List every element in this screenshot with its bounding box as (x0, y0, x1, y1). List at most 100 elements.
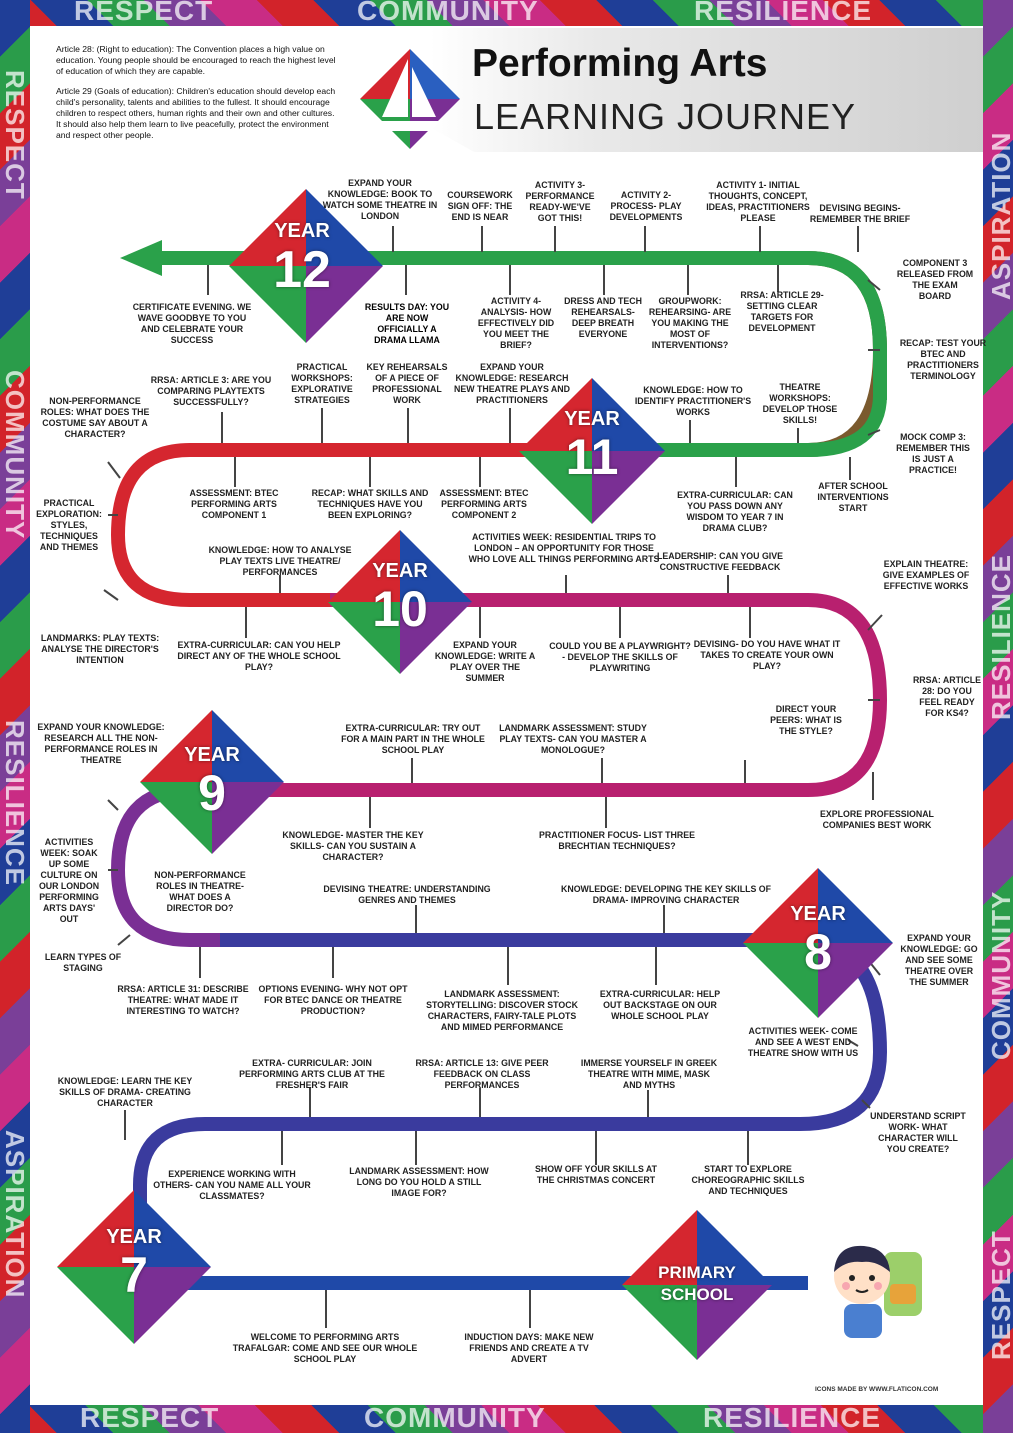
milestone-label: GROUPWORK: REHEARSING- ARE YOU MAKING TH… (648, 296, 732, 350)
milestone-label: UNDERSTAND SCRIPT WORK- WHAT CHARACTER W… (870, 1111, 966, 1154)
milestone-label: DEVISING THEATRE: UNDERSTANDING GENRES A… (323, 884, 491, 905)
year-11-badge-icon (519, 378, 665, 524)
milestone-label: EXTRA- CURRICULAR: JOIN PERFORMING ARTS … (239, 1058, 385, 1090)
milestone-label: EXPAND YOUR KNOWLEDGE: RESEARCH ALL THE … (37, 722, 165, 765)
milestone-label: EXPERIENCE WORKING WITH OTHERS- CAN YOU … (153, 1169, 311, 1201)
frame-word: RESPECT (74, 0, 214, 26)
milestone-label: LANDMARK ASSESSMENT: HOW LONG DO YOU HOL… (349, 1166, 489, 1198)
milestone-label: COMPONENT 3 RELEASED FROM THE EXAM BOARD (896, 258, 974, 301)
year-12-badge: YEAR 12 (262, 220, 342, 297)
year-number: 12 (273, 241, 331, 299)
year-number: 7 (120, 1247, 148, 1303)
frame-word: RESILIENCE (694, 0, 873, 26)
milestone-label: KNOWLEDGE- MASTER THE KEY SKILLS- CAN YO… (282, 830, 424, 862)
milestone-label: DEVISING BEGINS- REMEMBER THE BRIEF (809, 203, 911, 224)
year-7-badge-icon (57, 1190, 211, 1344)
frame-bottom-band (0, 1405, 1013, 1433)
milestone-label: EXTRA-CURRICULAR: HELP OUT BACKSTAGE ON … (599, 989, 721, 1021)
milestone-label: LANDMARK ASSESSMENT: STORYTELLING: DISCO… (426, 989, 578, 1032)
milestone-label: INDUCTION DAYS: MAKE NEW FRIENDS AND CRE… (464, 1332, 594, 1364)
frame-right-band (983, 0, 1013, 1433)
year-number: 10 (372, 581, 428, 637)
milestone-label: NON-PERFORMANCE ROLES IN THEATRE- WHAT D… (154, 870, 246, 913)
milestone-label: WELCOME TO PERFORMING ARTS TRAFALGAR: CO… (232, 1332, 418, 1364)
article-29-text: Article 29 (Goals of education): Childre… (56, 85, 336, 141)
primary-school-badge-icon (622, 1210, 772, 1360)
year-9-badge: YEAR 9 (172, 744, 252, 819)
year-10-badge-icon (328, 530, 472, 674)
milestone-label: EXTRA-CURRICULAR: CAN YOU PASS DOWN ANY … (677, 490, 793, 533)
year-8-badge: YEAR 8 (778, 903, 858, 978)
milestone-label: COURSEWORK SIGN OFF: THE END IS NEAR (447, 190, 513, 222)
milestone-label: EXPAND YOUR KNOWLEDGE: RESEARCH NEW THEA… (454, 362, 570, 405)
rights-articles: Article 28: (Right to education): The Co… (56, 44, 338, 150)
frame-top-band (0, 0, 1013, 26)
year-word: YEAR (372, 560, 428, 582)
milestone-label: ASSESSMENT: BTEC PERFORMING ARTS COMPONE… (439, 488, 529, 520)
milestone-label: ACTIVITIES WEEK: SOAK UP SOME CULTURE ON… (38, 837, 100, 924)
milestone-label: KNOWLEDGE: HOW TO IDENTIFY PRACTITIONER'… (634, 385, 752, 417)
milestone-label: RECAP: TEST YOUR BTEC AND PRACTITIONERS … (899, 338, 987, 381)
milestone-label: MOCK COMP 3: REMEMBER THIS IS JUST A PRA… (896, 432, 970, 475)
milestone-label: THEATRE WORKSHOPS: DEVELOP THOSE SKILLS! (762, 382, 838, 425)
frame-word: RESILIENCE (703, 1402, 882, 1433)
article-28-text: Article 28: (Right to education): The Co… (56, 44, 336, 77)
milestone-label: ASSESSMENT: BTEC PERFORMING ARTS COMPONE… (189, 488, 279, 520)
milestone-label: ACTIVITY 2- PROCESS- PLAY DEVELOPMENTS (609, 190, 683, 222)
milestone-label: KNOWLEDGE: HOW TO ANALYSE PLAY TEXTS LIV… (208, 545, 352, 577)
sailboat-logo-icon (360, 49, 460, 149)
page-subtitle: LEARNING JOURNEY (474, 96, 857, 137)
primary-school-badge: PRIMARY SCHOOL (642, 1262, 752, 1306)
milestone-label: RRSA: ARTICLE 31: DESCRIBE THEATRE: WHAT… (117, 984, 249, 1016)
milestone-label: ACTIVITIES WEEK: RESIDENTIAL TRIPS TO LO… (468, 532, 660, 564)
milestone-label: ACTIVITIES WEEK- COME AND SEE A WEST END… (747, 1026, 859, 1058)
year-number: 8 (804, 924, 832, 980)
year-7-badge: YEAR 7 (94, 1226, 174, 1301)
milestone-label: EXTRA-CURRICULAR: CAN YOU HELP DIRECT AN… (177, 640, 341, 672)
year-9-badge-icon (140, 710, 284, 854)
milestone-label: KNOWLEDGE: LEARN THE KEY SKILLS OF DRAMA… (57, 1076, 193, 1108)
milestone-label: EXTRA-CURRICULAR: TRY OUT FOR A MAIN PAR… (341, 723, 485, 755)
year-12-badge-icon (229, 189, 383, 343)
milestone-label: EXPAND YOUR KNOWLEDGE: GO AND SEE SOME T… (900, 933, 978, 987)
milestone-label: LEADERSHIP: CAN YOU GIVE CONSTRUCTIVE FE… (657, 551, 783, 572)
year-word: YEAR (184, 744, 240, 766)
milestone-label: PRACTITIONER FOCUS- LIST THREE BRECHTIAN… (539, 830, 695, 851)
milestone-label: IMMERSE YOURSELF IN GREEK THEATRE WITH M… (580, 1058, 718, 1090)
milestone-label: OPTIONS EVENING- WHY NOT OPT FOR BTEC DA… (258, 984, 408, 1016)
milestone-label: EXPAND YOUR KNOWLEDGE: WRITE A PLAY OVER… (434, 640, 536, 683)
year-word: YEAR (274, 220, 330, 242)
year-8-badge-icon (743, 868, 893, 1018)
frame-word: RESPECT (80, 1402, 220, 1433)
milestone-label: DEVISING- DO YOU HAVE WHAT IT TAKES TO C… (693, 639, 841, 671)
milestone-label: CERTIFICATE EVENING. WE WAVE GOODBYE TO … (132, 302, 252, 345)
milestone-label: EXPAND YOUR KNOWLEDGE: BOOK TO WATCH SOM… (322, 178, 438, 221)
milestone-label: PRACTICAL EXPLORATION: STYLES, TECHNIQUE… (36, 498, 102, 552)
year-number: 9 (198, 765, 226, 821)
milestone-label: EXPLORE PROFESSIONAL COMPANIES BEST WORK (820, 809, 934, 830)
year-word: YEAR (564, 408, 620, 430)
milestone-label: LANDMARKS: PLAY TEXTS: ANALYSE THE DIREC… (40, 633, 160, 665)
milestone-label: DRESS AND TECH REHEARSALS- DEEP BREATH E… (564, 296, 642, 339)
milestone-label: ACTIVITY 4- ANALYSIS- HOW EFFECTIVELY DI… (477, 296, 555, 350)
milestone-label: RRSA: ARTICLE 3: ARE YOU COMPARING PLAYT… (150, 375, 272, 407)
frame-word: COMMUNITY (357, 0, 539, 26)
year-number: 11 (565, 429, 619, 485)
icon-credit: ICONS MADE BY WWW.FLATICON.COM (815, 1386, 939, 1393)
milestone-label: EXPLAIN THEATRE: GIVE EXAMPLES OF EFFECT… (882, 559, 970, 591)
milestone-label: AFTER SCHOOL INTERVENTIONS START (817, 481, 889, 513)
milestone-label: ACTIVITY 3- PERFORMANCE READY-WE'VE GOT … (525, 180, 595, 223)
milestone-label: SHOW OFF YOUR SKILLS AT THE CHRISTMAS CO… (534, 1164, 657, 1185)
page-title: Performing Arts (472, 42, 768, 85)
milestone-label: KNOWLEDGE: DEVELOPING THE KEY SKILLS OF … (561, 884, 771, 905)
milestone-label: LEARN TYPES OF STAGING (44, 952, 122, 973)
milestone-label: PRACTICAL WORKSHOPS: EXPLORATIVE STRATEG… (291, 362, 353, 405)
milestone-label: NON-PERFORMANCE ROLES: WHAT DOES THE COS… (40, 396, 150, 439)
frame-word: COMMUNITY (364, 1402, 546, 1433)
milestone-label: RRSA: ARTICLE 29- SETTING CLEAR TARGETS … (740, 290, 824, 333)
year-11-badge: YEAR 11 (552, 408, 632, 483)
frame-left-band (0, 0, 30, 1433)
title-band (430, 28, 983, 152)
milestone-label: COULD YOU BE A PLAYWRIGHT?- DEVELOP THE … (549, 641, 691, 673)
primary-word: PRIMARY (658, 1263, 736, 1282)
